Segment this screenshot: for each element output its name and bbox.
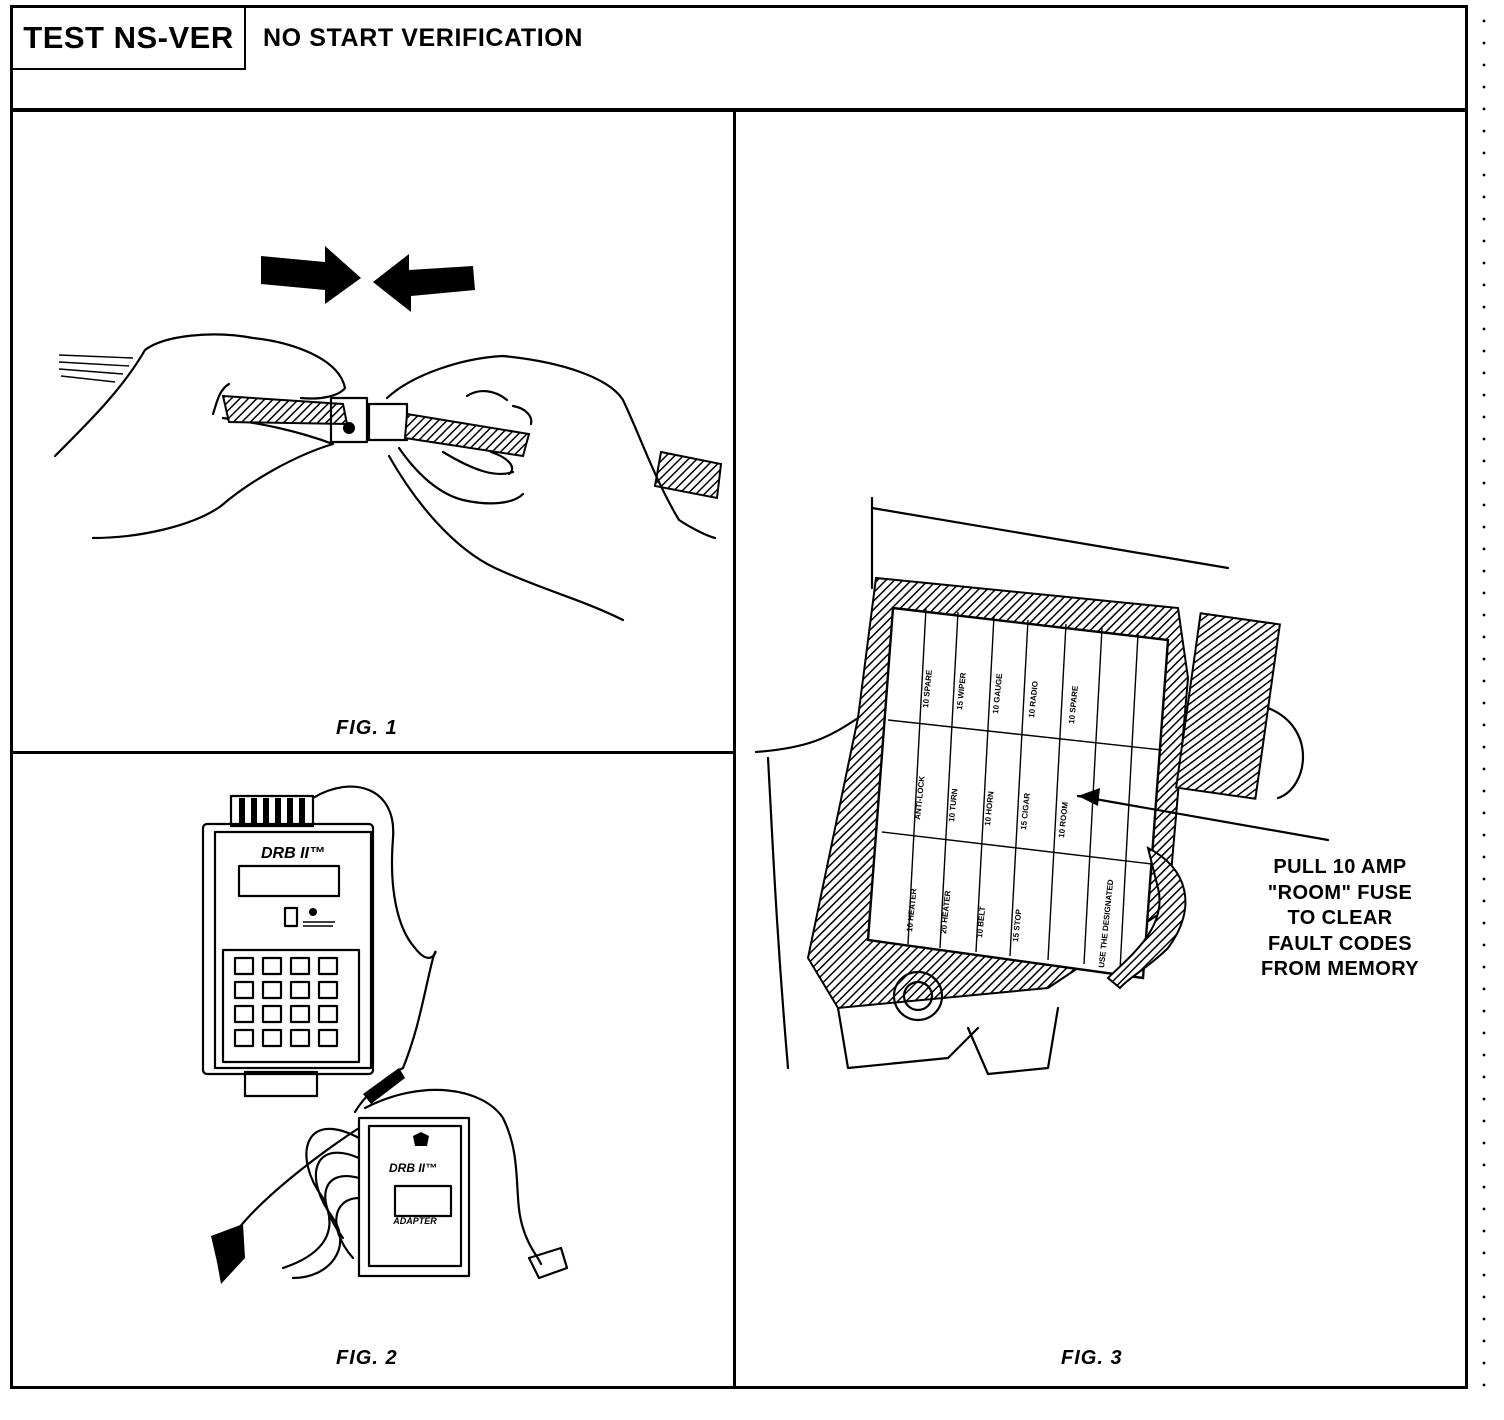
tester-brand-label: DRB II™ bbox=[261, 845, 325, 862]
test-id-box: TEST NS-VER bbox=[13, 8, 246, 70]
svg-text:10 TURN: 10 TURN bbox=[947, 788, 959, 822]
vertical-divider bbox=[733, 112, 736, 1386]
page-frame: TEST NS-VER NO START VERIFICATION bbox=[10, 5, 1468, 1389]
svg-text:10 SPARE: 10 SPARE bbox=[921, 669, 934, 708]
callout-line-3: TO CLEAR bbox=[1287, 907, 1393, 929]
callout-line-4: FAULT CODES bbox=[1267, 932, 1413, 955]
svg-text:15 STOP: 15 STOP bbox=[1011, 908, 1023, 942]
fig3-fuse-block-illustration: 10 SPARE 15 WIPER 10 GAUGE 10 RADIO 10 S… bbox=[754, 496, 1330, 1076]
svg-text:10 RADIO: 10 RADIO bbox=[1027, 681, 1040, 719]
fig2-caption: FIG. 2 bbox=[336, 1347, 398, 1369]
fig3-callout: PULL 10 AMP "ROOM" FUSE TO CLEAR FAULT C… bbox=[1225, 855, 1455, 983]
page-header: TEST NS-VER NO START VERIFICATION bbox=[13, 8, 1465, 112]
adapter-brand-label: DRB II™ bbox=[389, 1161, 437, 1175]
fig3-caption: FIG. 3 bbox=[1061, 1347, 1123, 1369]
horizontal-divider bbox=[13, 751, 733, 754]
svg-text:10 HORN: 10 HORN bbox=[983, 791, 996, 827]
svg-text:10 GAUGE: 10 GAUGE bbox=[991, 672, 1004, 714]
svg-text:10 BELT: 10 BELT bbox=[975, 906, 987, 938]
scan-edge-dots bbox=[1482, 10, 1486, 1400]
svg-text:15 CIGAR: 15 CIGAR bbox=[1019, 792, 1032, 830]
callout-line-2: "ROOM" FUSE bbox=[1267, 881, 1413, 904]
callout-line-5: FROM MEMORY bbox=[1260, 958, 1420, 980]
fig1-connector-illustration bbox=[53, 246, 723, 622]
svg-text:10 ROOM: 10 ROOM bbox=[1057, 801, 1070, 838]
svg-text:10 SPARE: 10 SPARE bbox=[1067, 685, 1080, 724]
test-title: NO START VERIFICATION bbox=[263, 24, 583, 52]
callout-line-1: PULL 10 AMP bbox=[1273, 856, 1407, 878]
svg-text:15 WIPER: 15 WIPER bbox=[955, 672, 968, 710]
fig2-tester-illustration: DRB II™ DRB II™ ADAPT bbox=[201, 785, 569, 1284]
fig1-caption: FIG. 1 bbox=[336, 717, 398, 739]
adapter-label: ADAPTER bbox=[392, 1216, 437, 1226]
